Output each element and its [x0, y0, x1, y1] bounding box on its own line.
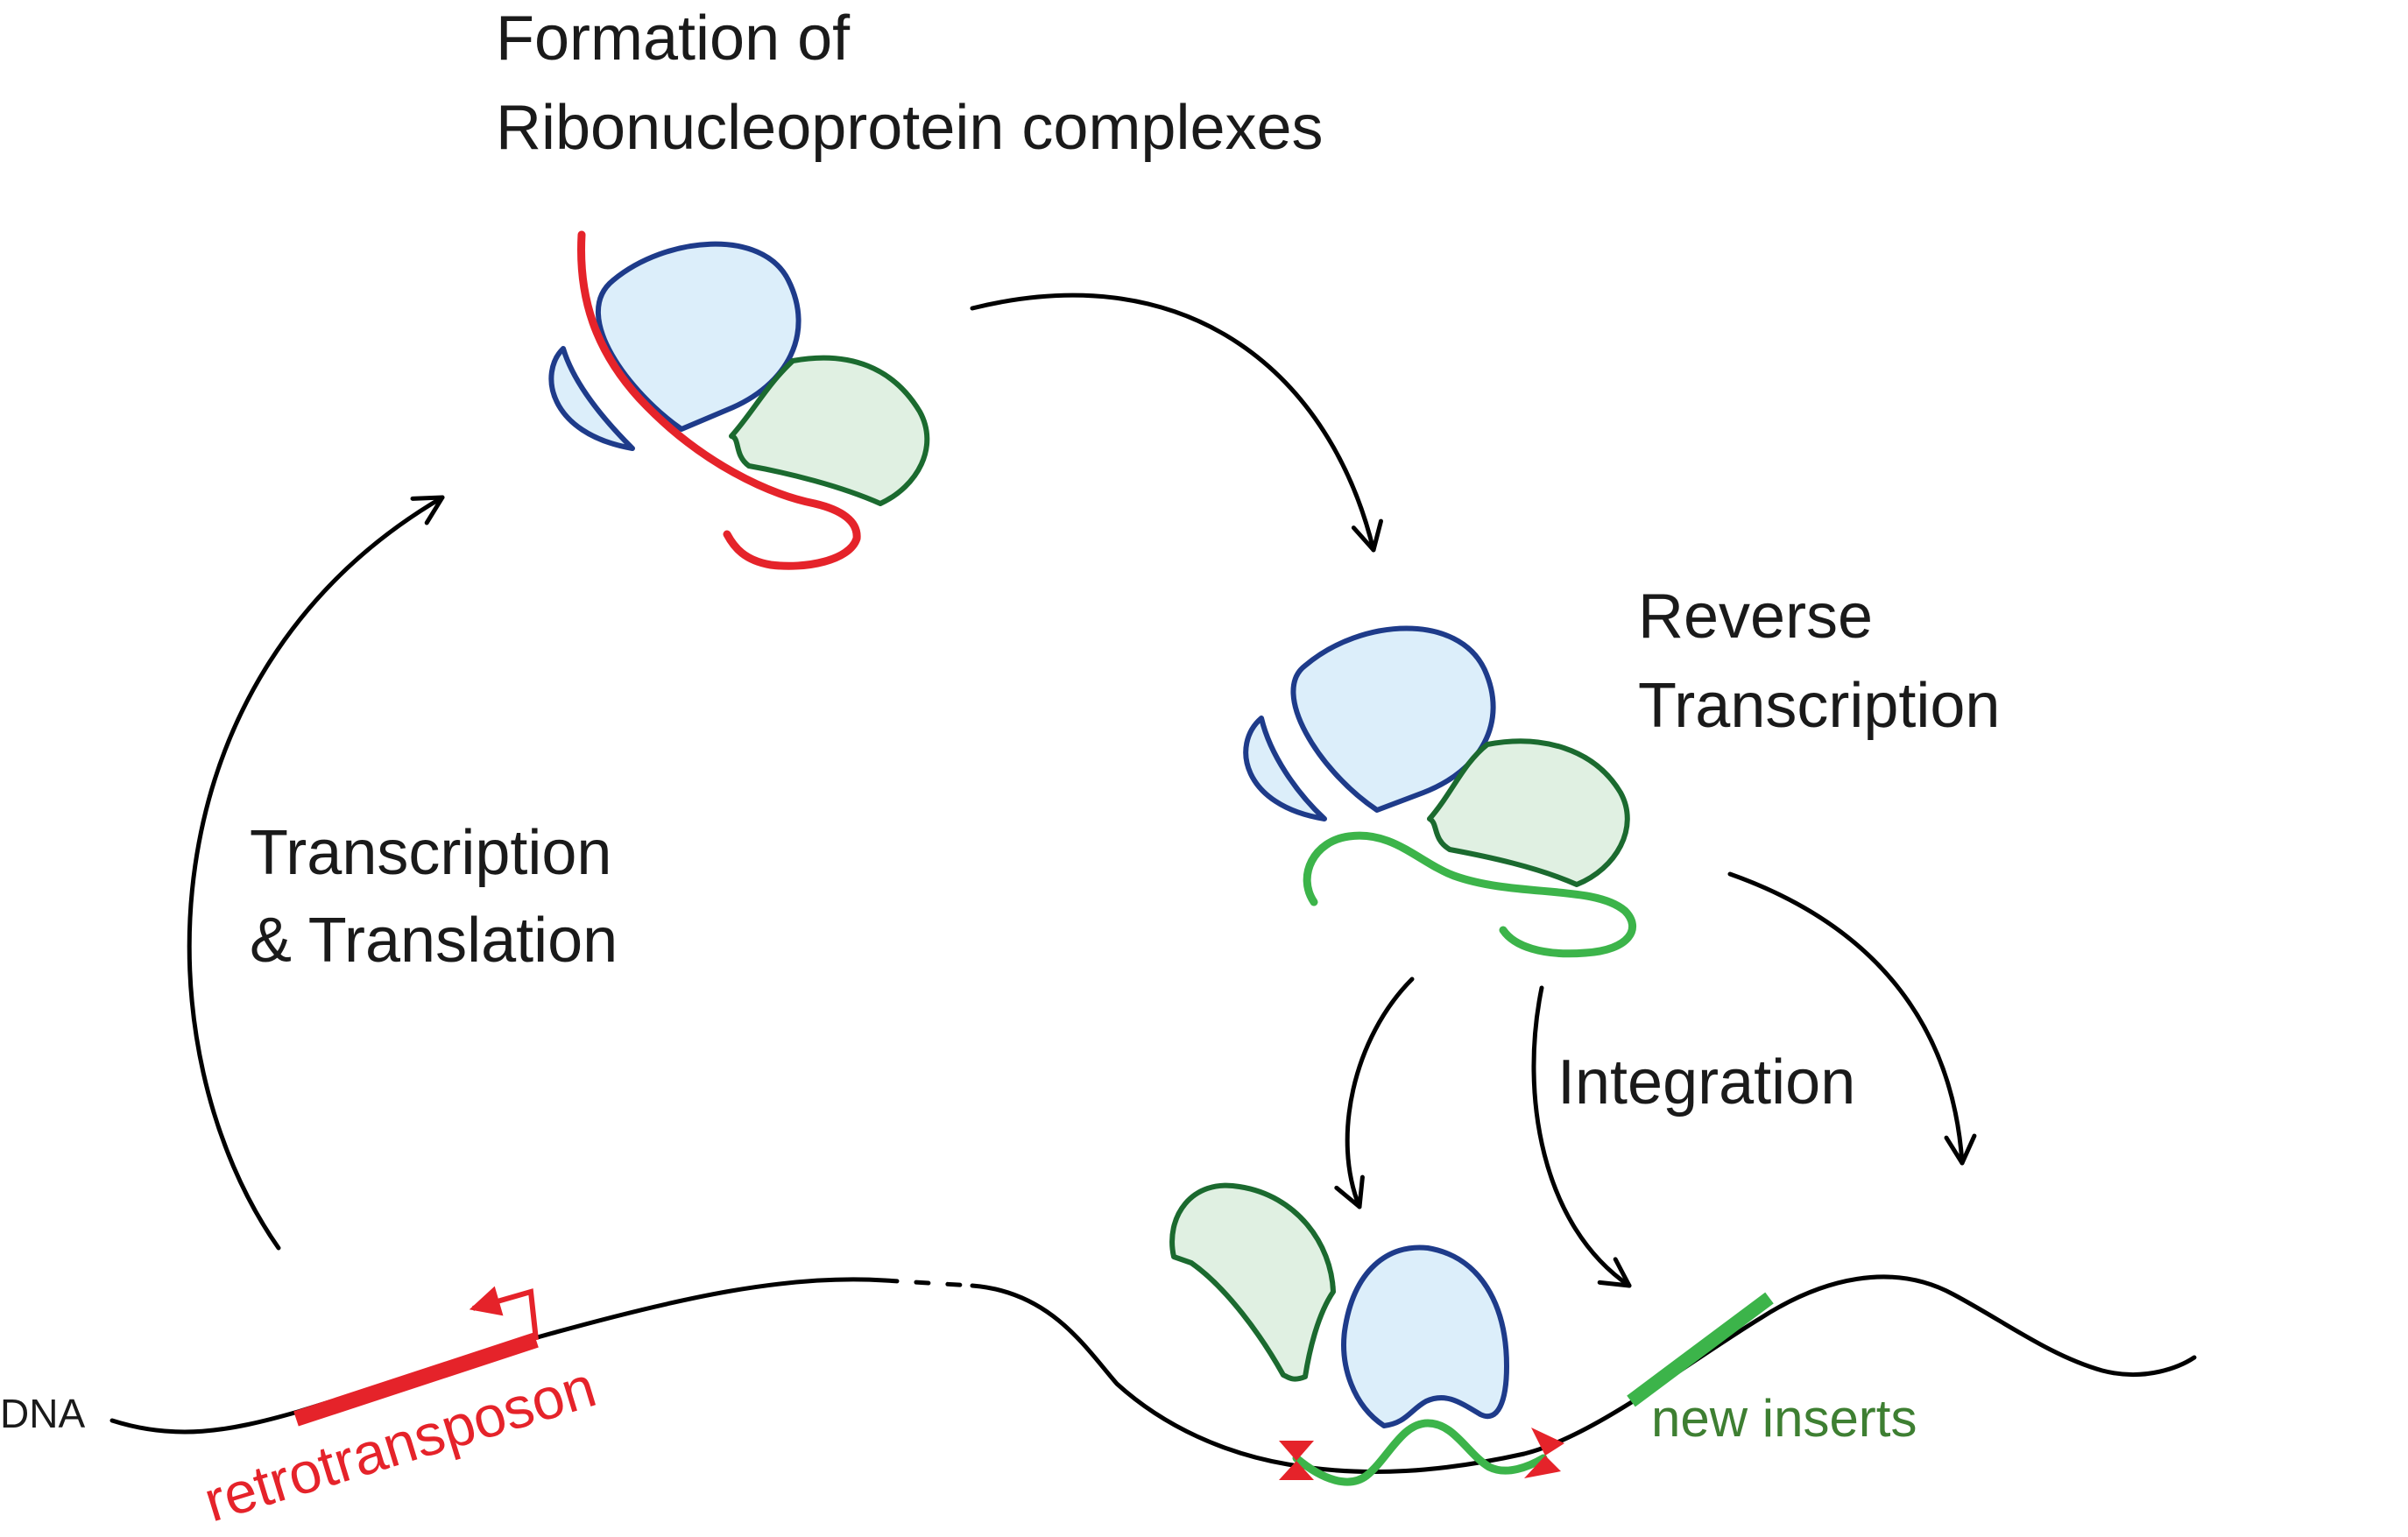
blue-protein-3	[1341, 1244, 1509, 1428]
retrotransposon-segment	[293, 1332, 539, 1427]
cut-site-right-icon	[1524, 1428, 1564, 1478]
inserted-cdna-strand	[1292, 1419, 1548, 1486]
reverse-transcription-label-line2: Transcription	[1638, 671, 2000, 741]
transcription-translation-label-line2: & Translation	[250, 906, 618, 976]
dna-strand-right	[970, 1274, 2197, 1474]
green-protein-2	[1427, 738, 1630, 887]
rna-strand-1	[577, 230, 861, 570]
green-protein-1	[729, 355, 930, 506]
transcription-translation-label-line1: Transcription	[250, 818, 611, 888]
green-protein-3	[1169, 1182, 1336, 1382]
rnp-complex-reverse-transcription	[1243, 625, 1637, 958]
new-inserts-label: new inserts	[1651, 1389, 1917, 1448]
integration-complex	[1169, 1182, 1564, 1486]
promoter-arrow-icon	[469, 1286, 539, 1341]
blue-protein-small-2	[1243, 716, 1327, 821]
arrow-transcription-translation	[187, 495, 445, 1251]
dna-strand-gap-dots	[882, 1278, 975, 1288]
arrow-to-reverse-transcription	[970, 293, 1383, 553]
formation-label-line1: Formation of	[496, 4, 851, 74]
rnp-complex-formation	[548, 230, 930, 570]
formation-label-line2: Ribonucleoprotein complexes	[496, 93, 1324, 163]
dna-strand-left	[109, 1277, 887, 1435]
arrow-integration-left	[1334, 976, 1415, 1209]
blue-protein-small-1	[548, 346, 635, 451]
reverse-transcription-label-line1: Reverse	[1638, 582, 1873, 652]
cdna-strand-2	[1303, 831, 1637, 958]
integration-label: Integration	[1557, 1047, 1855, 1117]
dna-label: DNA	[0, 1391, 85, 1436]
arrow-integration-right	[1727, 871, 1977, 1166]
cut-site-left-icon	[1279, 1441, 1314, 1480]
arrow-integration-middle	[1531, 985, 1632, 1288]
new-insert-segment	[1627, 1292, 1774, 1407]
